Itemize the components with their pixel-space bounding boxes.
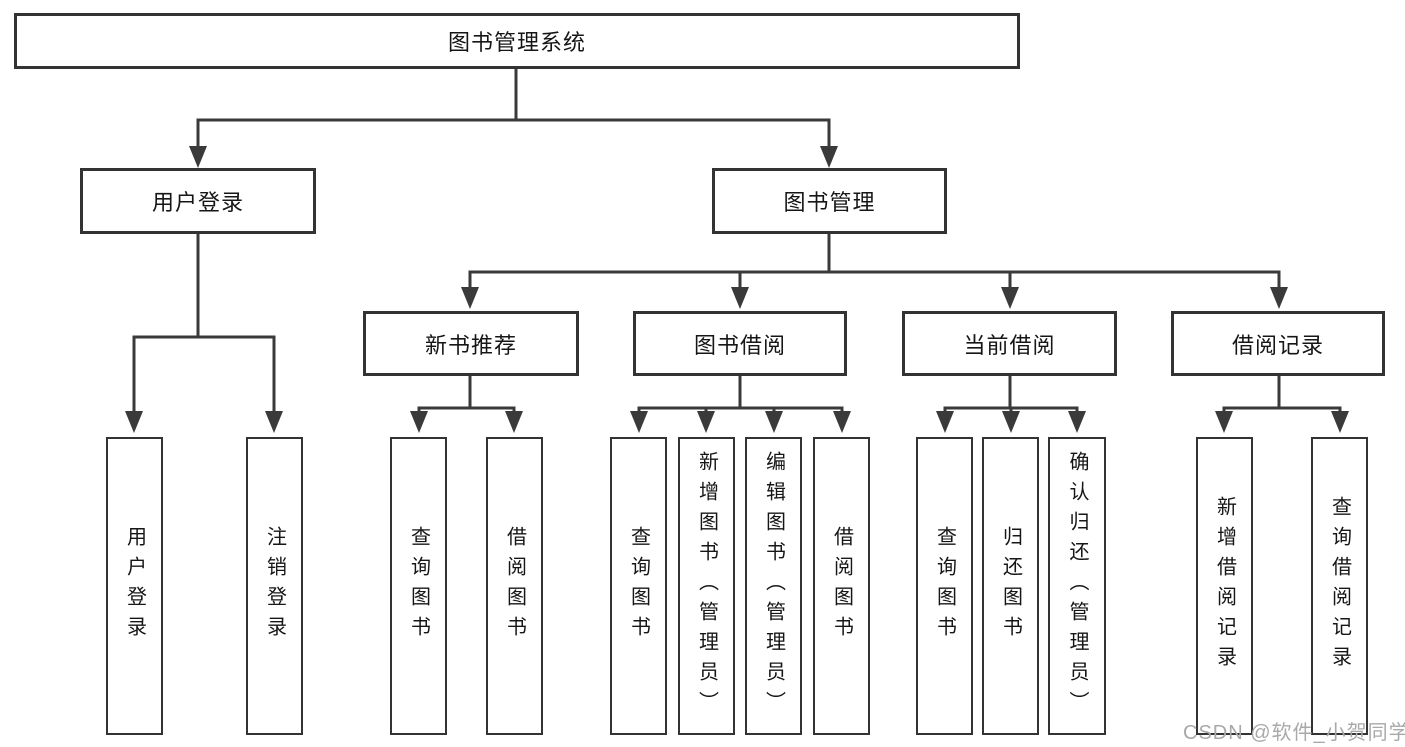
leaf-confirm-return-admin: 确认归还（管理员）	[1048, 437, 1106, 735]
node-book-management: 图书管理	[712, 168, 947, 234]
leaf-logout-login: 注销登录	[246, 437, 303, 735]
node-book-borrow: 图书借阅	[633, 311, 847, 376]
leaf-query-book-borrow: 查询图书	[610, 437, 667, 735]
leaf-edit-book-admin: 编辑图书（管理员）	[745, 437, 802, 735]
leaf-query-borrow-record: 查询借阅记录	[1311, 437, 1368, 735]
leaf-add-book-admin-label: 新增图书（管理员）	[695, 451, 718, 721]
node-book-management-label: 图书管理	[783, 190, 876, 215]
node-user-login-label: 用户登录	[151, 190, 244, 215]
node-borrow-records-label: 借阅记录	[1231, 332, 1324, 358]
edge-book-management-branch	[468, 232, 1281, 292]
leaf-return-book: 归还图书	[982, 437, 1039, 735]
leaf-query-book-current: 查询图书	[916, 437, 973, 735]
edge-current-borrow-branch	[943, 374, 1079, 416]
arrowheads	[125, 146, 1349, 433]
node-root-label: 图书管理系统	[447, 30, 586, 55]
leaf-borrow-book-recommend-label: 借阅图书	[503, 526, 526, 646]
edge-user-login-branch	[132, 232, 276, 415]
leaf-add-book-admin: 新增图书（管理员）	[678, 437, 735, 735]
leaf-query-book-current-label: 查询图书	[933, 526, 956, 646]
leaf-add-borrow-record: 新增借阅记录	[1196, 437, 1253, 735]
edge-root-branch	[196, 66, 831, 152]
leaf-query-book-recommend-label: 查询图书	[407, 526, 430, 646]
node-current-borrow-label: 当前借阅	[963, 332, 1056, 358]
leaf-return-book-label: 归还图书	[999, 526, 1022, 646]
leaf-query-book-recommend: 查询图书	[390, 437, 447, 735]
node-root: 图书管理系统	[14, 13, 1020, 69]
leaf-logout-login-label: 注销登录	[263, 526, 286, 646]
leaf-user-login-label: 用户登录	[123, 526, 146, 646]
node-user-login: 用户登录	[80, 168, 316, 234]
node-book-borrow-label: 图书借阅	[693, 332, 786, 358]
leaf-user-login: 用户登录	[106, 437, 163, 735]
leaf-query-borrow-record-label: 查询借阅记录	[1328, 496, 1351, 676]
watermark: CSDN @软件_小贺同学	[1183, 722, 1405, 744]
edge-borrow-records-branch	[1222, 374, 1342, 416]
edge-book-borrow-branch	[637, 374, 844, 416]
leaf-borrow-book-2: 借阅图书	[813, 437, 870, 735]
leaf-borrow-book-recommend: 借阅图书	[486, 437, 543, 735]
leaf-add-borrow-record-label: 新增借阅记录	[1213, 496, 1236, 676]
leaf-borrow-book-2-label: 借阅图书	[830, 526, 853, 646]
node-new-book-recommend: 新书推荐	[363, 311, 579, 376]
node-borrow-records: 借阅记录	[1171, 311, 1385, 376]
node-current-borrow: 当前借阅	[902, 311, 1117, 376]
leaf-edit-book-admin-label: 编辑图书（管理员）	[762, 451, 785, 721]
leaf-query-book-borrow-label: 查询图书	[627, 526, 650, 646]
node-new-book-recommend-label: 新书推荐	[424, 332, 517, 358]
edge-new-book-recommend-branch	[417, 374, 516, 416]
leaf-confirm-return-admin-label: 确认归还（管理员）	[1066, 451, 1088, 721]
